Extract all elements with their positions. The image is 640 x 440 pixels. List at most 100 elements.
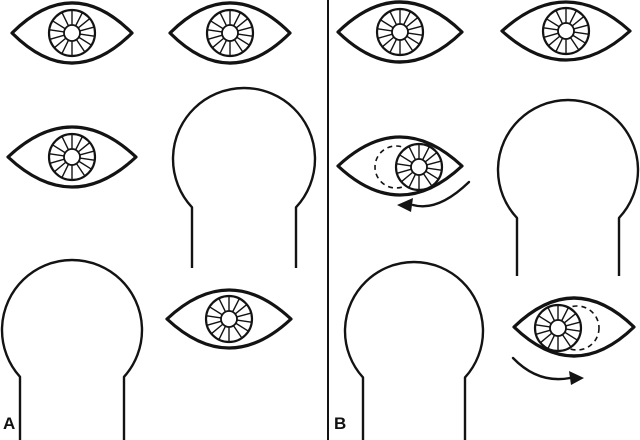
pupil-circle bbox=[410, 158, 428, 176]
iris-spoke bbox=[544, 32, 559, 38]
iris-spoke bbox=[540, 332, 553, 343]
pupil-circle bbox=[221, 24, 239, 42]
iris-spoke bbox=[207, 29, 223, 33]
iris-spoke bbox=[79, 26, 94, 32]
iris-spoke bbox=[210, 20, 224, 30]
iris-spoke bbox=[396, 163, 412, 167]
iris-spoke bbox=[49, 153, 65, 157]
iris-spoke bbox=[565, 328, 581, 332]
iris-spoke bbox=[78, 160, 92, 170]
iris-spoke bbox=[233, 12, 241, 27]
iris-spoke bbox=[236, 312, 251, 318]
iris-spoke bbox=[422, 173, 433, 187]
iris-spoke bbox=[536, 329, 551, 335]
panel-b-eye-top-right bbox=[500, 0, 632, 62]
iris-spoke bbox=[79, 157, 95, 161]
iris-spoke bbox=[75, 39, 86, 53]
iris-spoke bbox=[408, 146, 417, 161]
panel-a-eye-top-right bbox=[168, 1, 292, 65]
arrow-head bbox=[569, 371, 584, 385]
arrow-head bbox=[397, 198, 413, 212]
pupil-circle bbox=[63, 24, 81, 42]
iris-spoke bbox=[399, 154, 413, 164]
iris-spoke bbox=[218, 325, 227, 340]
iris-spoke bbox=[547, 307, 556, 322]
iris-spoke bbox=[377, 28, 393, 32]
iris-spoke bbox=[236, 319, 252, 323]
iris-spoke bbox=[407, 32, 423, 36]
iris-spoke bbox=[232, 325, 243, 339]
iris-spoke bbox=[555, 37, 564, 52]
iris-spoke bbox=[235, 322, 249, 332]
arrow-shaft bbox=[511, 356, 572, 381]
iris-spoke bbox=[79, 33, 95, 37]
iris-spoke bbox=[208, 34, 223, 40]
occluder-outline bbox=[171, 86, 317, 268]
iris-spoke bbox=[232, 298, 240, 313]
iris-spoke bbox=[61, 136, 70, 151]
iris-spoke bbox=[237, 33, 253, 37]
iris-spoke bbox=[569, 10, 577, 25]
iris-spoke bbox=[218, 298, 227, 313]
panel-a-eye-top-left bbox=[10, 1, 134, 65]
iris-spoke bbox=[61, 39, 70, 54]
iris-spoke bbox=[236, 36, 250, 46]
iris-spoke bbox=[426, 167, 442, 171]
iris-spoke bbox=[212, 37, 225, 48]
iris-spoke bbox=[77, 142, 90, 153]
iris-spoke bbox=[561, 334, 572, 348]
iris-spoke bbox=[378, 33, 393, 39]
iris-spoke bbox=[75, 12, 83, 27]
iris-spoke bbox=[54, 37, 67, 48]
iris-spoke bbox=[571, 16, 584, 27]
iris-spoke bbox=[389, 11, 398, 26]
iris-spoke bbox=[54, 161, 67, 172]
iris-spoke bbox=[561, 307, 569, 322]
rotation-arrow-right-icon bbox=[511, 356, 584, 385]
iris-spoke bbox=[50, 34, 65, 40]
iris-spoke bbox=[546, 18, 560, 28]
iris-spoke bbox=[75, 136, 83, 151]
occluder-outline bbox=[496, 98, 640, 276]
panel-b-eye-middle-left-rotated bbox=[336, 135, 471, 212]
rotation-arrow-left-icon bbox=[397, 180, 471, 212]
panel-b-label: B bbox=[334, 414, 347, 433]
iris-spoke bbox=[535, 324, 551, 328]
iris-spoke bbox=[569, 37, 580, 51]
iris-spoke bbox=[219, 39, 228, 54]
iris-spoke bbox=[407, 25, 422, 31]
iris-spoke bbox=[565, 321, 580, 327]
iris-spoke bbox=[219, 12, 228, 27]
iris-spoke bbox=[403, 38, 414, 52]
iris-spoke bbox=[49, 29, 65, 33]
iris-spoke bbox=[237, 26, 252, 32]
panel-a-eye-middle-left bbox=[6, 125, 138, 189]
iris-spoke bbox=[401, 171, 414, 182]
iris-spoke bbox=[573, 24, 588, 30]
iris-spoke bbox=[52, 144, 66, 154]
arrow-shaft bbox=[411, 180, 471, 208]
iris-spoke bbox=[235, 18, 248, 29]
iris-spoke bbox=[61, 163, 70, 178]
iris-spoke bbox=[405, 17, 418, 28]
iris-spoke bbox=[50, 158, 65, 164]
iris-spoke bbox=[209, 306, 223, 316]
pupil-circle bbox=[391, 23, 409, 41]
occluder-outline bbox=[343, 260, 485, 440]
iris-spoke bbox=[52, 20, 66, 30]
iris-spoke bbox=[77, 18, 90, 29]
panel-a-eye-bottom-right bbox=[165, 288, 293, 350]
panel-a-occluder-paddle-middle-right bbox=[171, 86, 317, 268]
occluder-outline bbox=[0, 258, 144, 440]
panel-a-occluder-paddle-bottom-left bbox=[0, 258, 144, 440]
iris-spoke bbox=[207, 320, 222, 326]
iris-spoke bbox=[61, 12, 70, 27]
panel-b-occluder-paddle-middle-right bbox=[496, 98, 640, 276]
iris-spoke bbox=[79, 150, 94, 156]
iris-spoke bbox=[211, 323, 224, 334]
pupil-circle bbox=[549, 319, 567, 337]
pupil-circle bbox=[220, 310, 238, 328]
iris-spoke bbox=[425, 170, 439, 180]
iris-spoke bbox=[572, 34, 586, 44]
